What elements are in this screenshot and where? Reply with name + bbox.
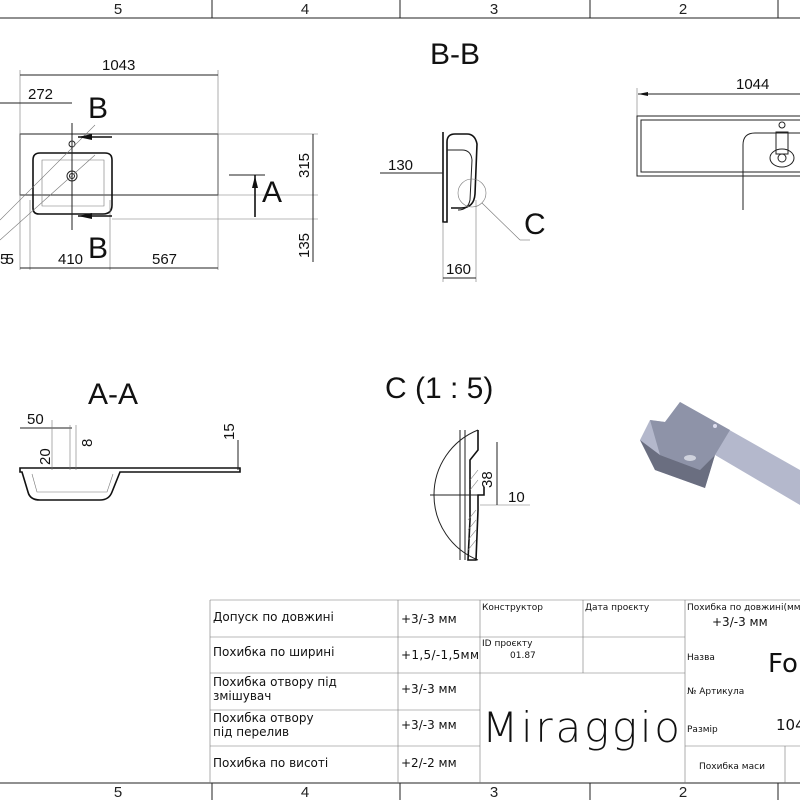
- zone-label: 5: [114, 784, 122, 800]
- article-label: № Артикула: [687, 687, 744, 697]
- zone-label: 2: [679, 1, 687, 18]
- size-value: 104: [776, 716, 800, 734]
- dim-aa-thickness: 15: [221, 423, 238, 440]
- render-bowl: [650, 402, 730, 470]
- dim-width-bottom: 135: [296, 233, 313, 258]
- name-value: Fo: [768, 649, 798, 679]
- dim-total-length: 1043: [102, 57, 135, 74]
- length-tol-value: +3/-3 мм: [712, 615, 768, 629]
- section-mark-b: B: [88, 92, 108, 125]
- detail-c: C (1 : 5) 38 10: [385, 372, 530, 561]
- zone-label: 5: [114, 1, 122, 18]
- zone-label: 3: [490, 784, 498, 800]
- tol-label: під перелив: [213, 725, 289, 739]
- tol-value: +3/-3 мм: [401, 612, 457, 626]
- dim-bb-width: 160: [446, 261, 471, 278]
- dim-aa-hole-dia: 8: [79, 439, 96, 447]
- tol-value: +2/-2 мм: [401, 756, 457, 770]
- tol-label: Похибка отвору: [213, 711, 314, 725]
- tol-label: Похибка отвору під: [213, 675, 337, 689]
- designer-label: Конструктор: [482, 603, 543, 613]
- tol-value: +1,5/-1,5мм: [401, 648, 479, 662]
- dim-c-thickness: 10: [508, 489, 525, 506]
- dim-hole-offset: 272: [28, 86, 53, 103]
- date-label: Дата проєкту: [585, 603, 650, 613]
- zone-label: 2: [679, 784, 687, 800]
- zone-label: 4: [301, 784, 309, 800]
- title-block: Допуск по довжині +3/-3 мм Похибка по ши…: [213, 603, 800, 772]
- title-block-grid: [209, 599, 800, 783]
- top-view-right: 1044: [636, 76, 800, 210]
- section-bb: B-B 130 160 C: [380, 38, 546, 282]
- tol-value: +3/-3 мм: [401, 718, 457, 732]
- zone-label: 3: [490, 1, 498, 18]
- detail-mark-c: C: [524, 208, 546, 241]
- tol-label: Похибка по висоті: [213, 756, 328, 770]
- dim-bowl-width: 410: [58, 251, 83, 268]
- tol-label: змішувач: [213, 689, 271, 703]
- plan-view: 1043 272 55 410 567 315 135 B B A: [0, 57, 318, 270]
- render-3d: [640, 402, 800, 505]
- section-bb-title: B-B: [430, 38, 480, 71]
- logo: Miraggio: [482, 703, 680, 752]
- zone-label: 4: [301, 1, 309, 18]
- tol-label: Допуск по довжині: [213, 610, 334, 624]
- section-aa-title: A-A: [88, 378, 138, 411]
- name-label: Назва: [687, 653, 715, 663]
- mass-tol-label: Похибка маси: [699, 762, 765, 772]
- length-tol-label: Похибка по довжині(мм): [687, 603, 800, 613]
- section-aa: A-A 50 20 8 15: [19, 378, 241, 501]
- detail-c-title: C (1 : 5): [385, 372, 493, 405]
- dim-c-height: 38: [479, 471, 496, 488]
- dim-bb-depth: 130: [388, 157, 413, 174]
- project-id-label: ID проєкту: [482, 639, 533, 649]
- render-front: [640, 440, 715, 488]
- tol-value: +3/-3 мм: [401, 682, 457, 696]
- size-label: Размір: [687, 725, 718, 735]
- dim-left-partial: 55: [0, 251, 14, 268]
- dim-aa-hole-depth: 20: [37, 448, 54, 465]
- dim-aa-left: 50: [27, 411, 44, 428]
- dim-right-length: 567: [152, 251, 177, 268]
- hatch: [467, 469, 479, 551]
- dim-top-length: 1044: [736, 76, 769, 93]
- section-mark-b: B: [88, 232, 108, 265]
- project-id: 01.87: [510, 651, 536, 661]
- dim-width-top: 315: [296, 153, 313, 178]
- section-mark-a: A: [262, 176, 282, 209]
- tol-label: Похибка по ширині: [213, 645, 334, 659]
